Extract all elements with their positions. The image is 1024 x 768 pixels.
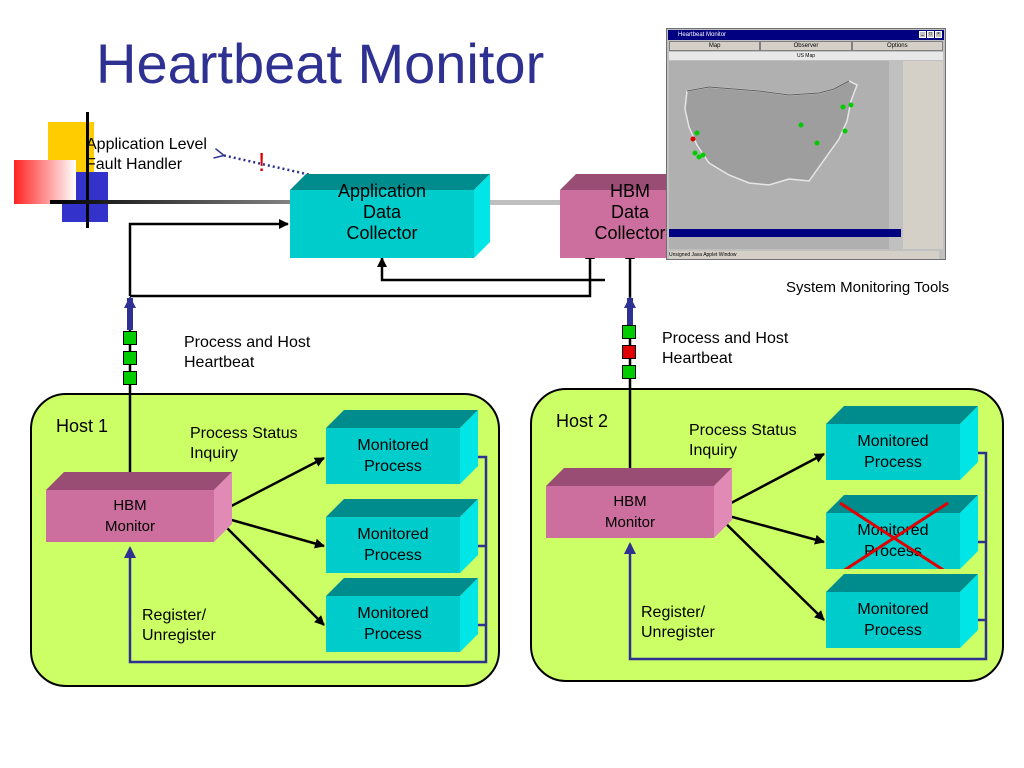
host-1-inquiry-label: Process Status Inquiry — [190, 425, 298, 462]
heartbeat-square — [622, 325, 636, 339]
heartbeat-square — [123, 331, 137, 345]
host-2-hbm-monitor: HBM Monitor — [546, 468, 732, 538]
close-icon[interactable]: × — [935, 31, 942, 38]
minimize-icon[interactable]: _ — [919, 31, 926, 38]
us-map[interactable] — [669, 61, 889, 249]
host-2-register-label: Register/ Unregister — [641, 604, 715, 641]
host-1-monitored-process-1: Monitored Process — [326, 410, 478, 484]
link-left-to-app — [128, 219, 289, 296]
host-1-monitored-process-2: Monitored Process — [326, 499, 478, 573]
host-1-hbm-monitor: HBM Monitor — [46, 472, 232, 542]
maximize-icon[interactable]: □ — [927, 31, 934, 38]
host-1-monitored-process-3: Monitored Process — [326, 578, 478, 652]
heartbeat-label-left: Process and Host Heartbeat — [184, 334, 311, 371]
host-2-monitored-process-3: Monitored Process — [826, 574, 978, 648]
link-to-app-bottom — [377, 257, 605, 282]
tab-options[interactable]: Options — [851, 41, 943, 51]
heartbeat-square — [123, 351, 137, 365]
us-map-icon — [684, 80, 858, 186]
heartbeat-square — [622, 365, 636, 379]
host-2-inquiry-label: Process Status Inquiry — [689, 422, 797, 459]
applet-tabs: Map Observer Options — [669, 41, 943, 51]
tab-observer[interactable]: Observer — [760, 41, 852, 51]
applet-titlebar: Heartbeat Monitor _ □ × — [668, 30, 944, 40]
link-bus — [130, 249, 595, 298]
heartbeat-monitor-applet: Heartbeat Monitor _ □ × Map Observer Opt… — [666, 28, 946, 260]
applet-map-title: US Map — [669, 52, 943, 60]
host-1-register-label: Register/ Unregister — [142, 607, 216, 644]
alert-mark: ! — [258, 147, 266, 177]
heartbeat-square — [123, 371, 137, 385]
slide-title: Heartbeat Monitor — [96, 32, 545, 95]
tab-map[interactable]: Map — [669, 41, 761, 51]
system-tools-label: System Monitoring Tools — [786, 279, 950, 296]
host-1-title: Host 1 — [56, 416, 109, 436]
heartbeat-label-right: Process and Host Heartbeat — [662, 330, 789, 367]
applet-status: Unsigned Java Applet Window — [669, 251, 939, 259]
fault-link-line — [222, 155, 383, 193]
fault-handler-label: Application Level Fault Handler — [86, 136, 207, 173]
applet-side-panel — [903, 61, 943, 249]
heartbeat-square-failed — [622, 345, 636, 359]
application-data-collector: Application Data Collector — [290, 174, 490, 258]
failed-cross-icon — [839, 501, 949, 569]
host-2-monitored-process-1: Monitored Process — [826, 406, 978, 480]
applet-progress-bar — [669, 229, 901, 237]
host-2-monitored-process-2-failed: Monitored Process — [826, 495, 978, 569]
applet-title: Heartbeat Monitor — [678, 32, 727, 38]
host-2-title: Host 2 — [556, 411, 609, 431]
